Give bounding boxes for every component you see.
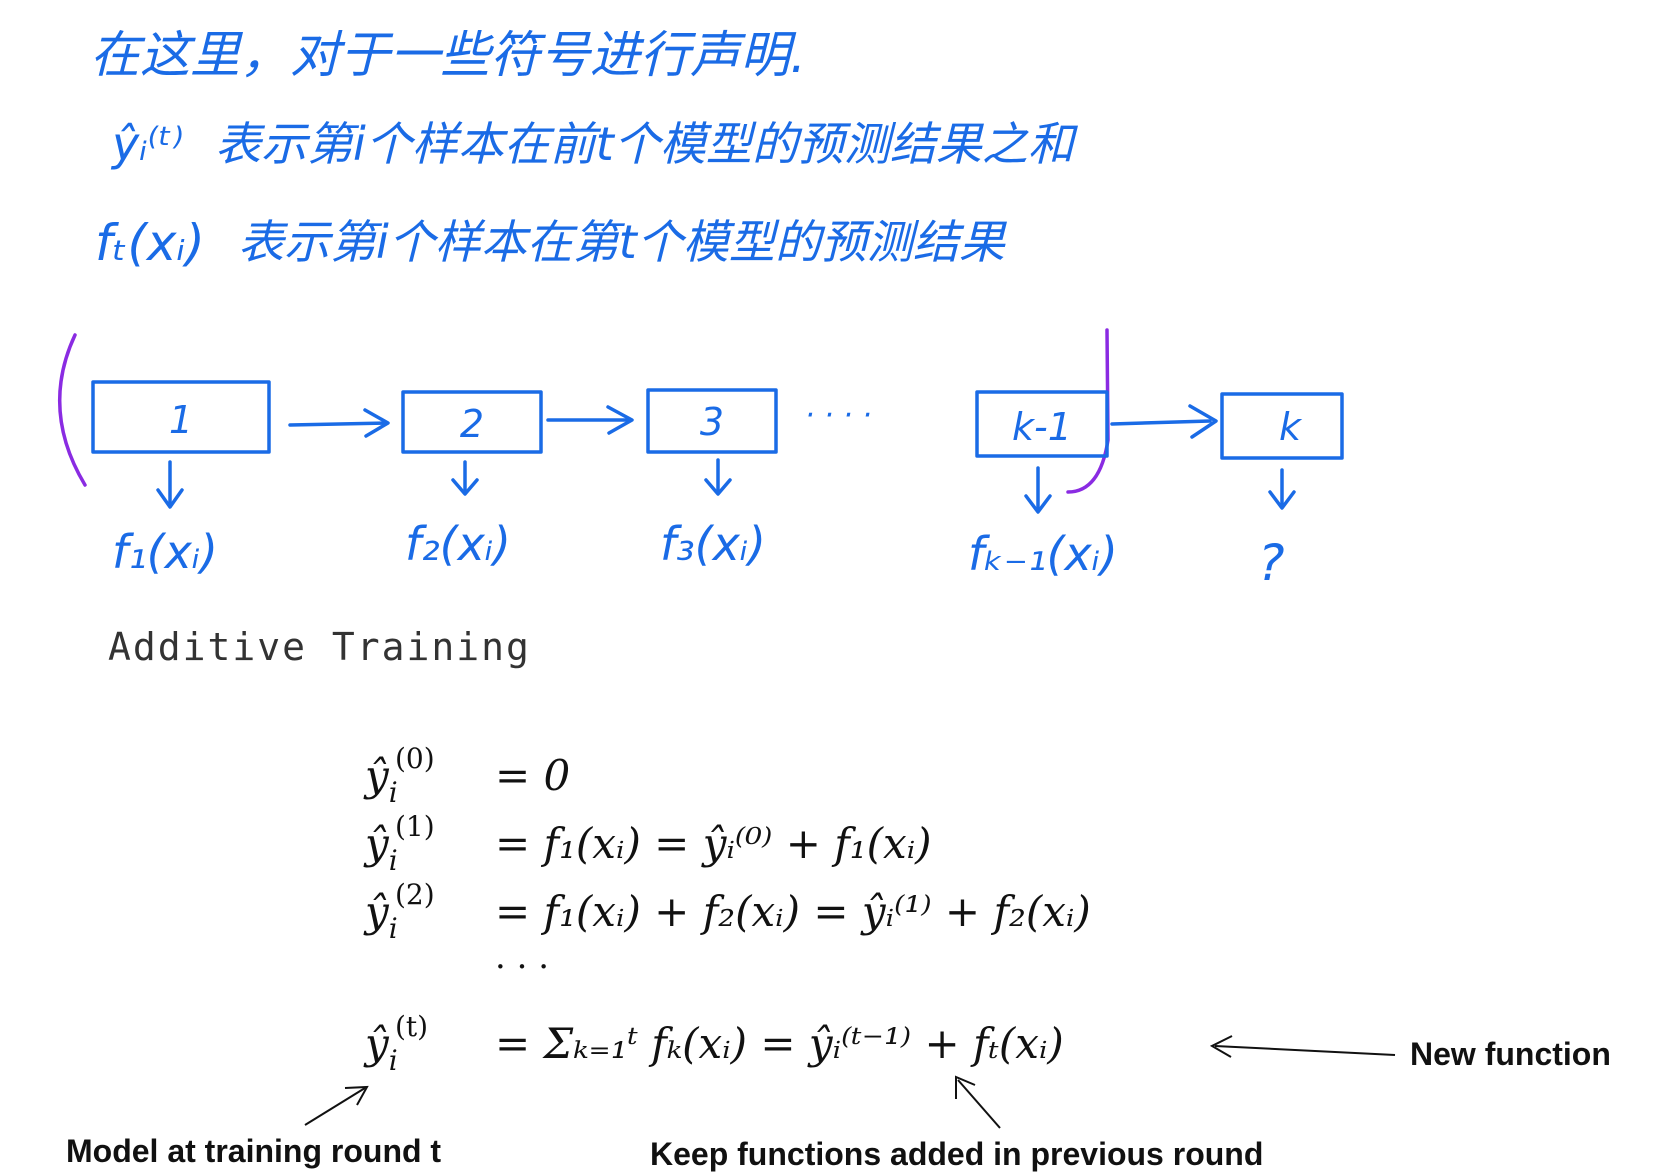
label-keep-functions: Keep functions added in previous round <box>650 1136 1263 1172</box>
equations-block: ŷi (0) = 0 ŷi (1) = f₁(xᵢ) = ŷᵢ⁽⁰⁾ + f₁(… <box>363 742 1091 1077</box>
equation-row-4: ŷi (t) = Σₖ₌₁ᵗ fₖ(xᵢ) = ŷᵢ⁽ᵗ⁻¹⁾ + fₜ(xᵢ) <box>363 1010 1064 1077</box>
model-box-1-label: 1 <box>169 398 193 442</box>
model-box-1 <box>91 380 271 454</box>
model-box-k <box>1220 392 1344 460</box>
equation-row-3: · · · <box>495 947 549 987</box>
chain-arrow-3 <box>1110 404 1218 439</box>
note-line-3-symbol: fₜ(xᵢ) <box>95 214 205 272</box>
output-f1: f₁(xᵢ) <box>112 525 218 579</box>
model-chain: 1 2 3 · · · · k-1 k <box>91 380 1344 592</box>
eq-4-sup: (t) <box>395 1010 428 1043</box>
eq-2-sup: (2) <box>395 878 435 911</box>
output-f3: f₃(xᵢ) <box>660 517 766 571</box>
equation-row-0: ŷi (0) = 0 <box>363 742 570 809</box>
chain-arrow-2 <box>546 405 634 435</box>
eq-3-rhs: · · · <box>495 947 549 987</box>
note-line-1: 在这里，对于一些符号进行声明. <box>90 26 806 84</box>
note-line-3-text: 表示第i个样本在第t个模型的预测结果 <box>238 215 1008 269</box>
equation-row-1: ŷi (1) = f₁(xᵢ) = ŷᵢ⁽⁰⁾ + f₁(xᵢ) <box>363 810 932 877</box>
arrow-keep-functions <box>955 1075 1001 1129</box>
output-unknown: ? <box>1258 534 1285 592</box>
chain-arrow-1 <box>288 408 390 438</box>
down-arrow-1 <box>156 460 184 509</box>
down-arrow-3 <box>704 458 732 496</box>
model-box-3 <box>646 388 778 454</box>
down-arrow-k <box>1268 468 1296 510</box>
model-box-2 <box>401 390 543 454</box>
note-line-2-text: 表示第i个样本在前t个模型的预测结果之和 <box>215 117 1079 171</box>
arrow-model-round <box>304 1085 369 1126</box>
equation-row-2: ŷi (2) = f₁(xᵢ) + f₂(xᵢ) = ŷᵢ⁽¹⁾ + f₂(xᵢ… <box>363 878 1091 945</box>
eq-2-rhs: = f₁(xᵢ) + f₂(xᵢ) = ŷᵢ⁽¹⁾ + f₂(xᵢ) <box>495 887 1091 936</box>
label-new-function: New function <box>1410 1036 1611 1072</box>
model-box-3-label: 3 <box>700 400 724 444</box>
eq-1-lhs: ŷi <box>363 819 398 877</box>
output-fk-minus-1: fₖ₋₁(xᵢ) <box>968 527 1118 581</box>
arrow-new-function <box>1209 1035 1396 1058</box>
eq-0-rhs: = 0 <box>495 751 570 800</box>
section-title: Additive Training <box>108 625 531 669</box>
eq-1-sup: (1) <box>395 810 435 843</box>
model-box-k-minus-1 <box>975 390 1109 458</box>
eq-0-sup: (0) <box>395 742 435 775</box>
eq-1-rhs: = f₁(xᵢ) = ŷᵢ⁽⁰⁾ + f₁(xᵢ) <box>495 819 932 868</box>
note-line-2-symbol: ŷᵢ⁽ᵗ⁾ <box>110 117 184 171</box>
chain-dots: · · · · <box>805 398 872 433</box>
eq-4-rhs: = Σₖ₌₁ᵗ fₖ(xᵢ) = ŷᵢ⁽ᵗ⁻¹⁾ + fₜ(xᵢ) <box>495 1019 1064 1068</box>
label-model-round: Model at training round t <box>66 1133 441 1169</box>
model-box-k-minus-1-label: k-1 <box>1012 405 1072 449</box>
right-bracket <box>1066 328 1110 494</box>
model-box-k-label: k <box>1279 405 1303 449</box>
eq-2-lhs: ŷi <box>363 887 398 945</box>
down-arrow-2 <box>451 460 479 496</box>
left-bracket <box>57 333 87 487</box>
down-arrow-k-minus-1 <box>1024 466 1052 514</box>
eq-4-lhs: ŷi <box>363 1019 398 1077</box>
eq-0-lhs: ŷi <box>363 751 398 809</box>
output-f2: f₂(xᵢ) <box>405 517 511 571</box>
model-box-2-label: 2 <box>460 402 484 446</box>
